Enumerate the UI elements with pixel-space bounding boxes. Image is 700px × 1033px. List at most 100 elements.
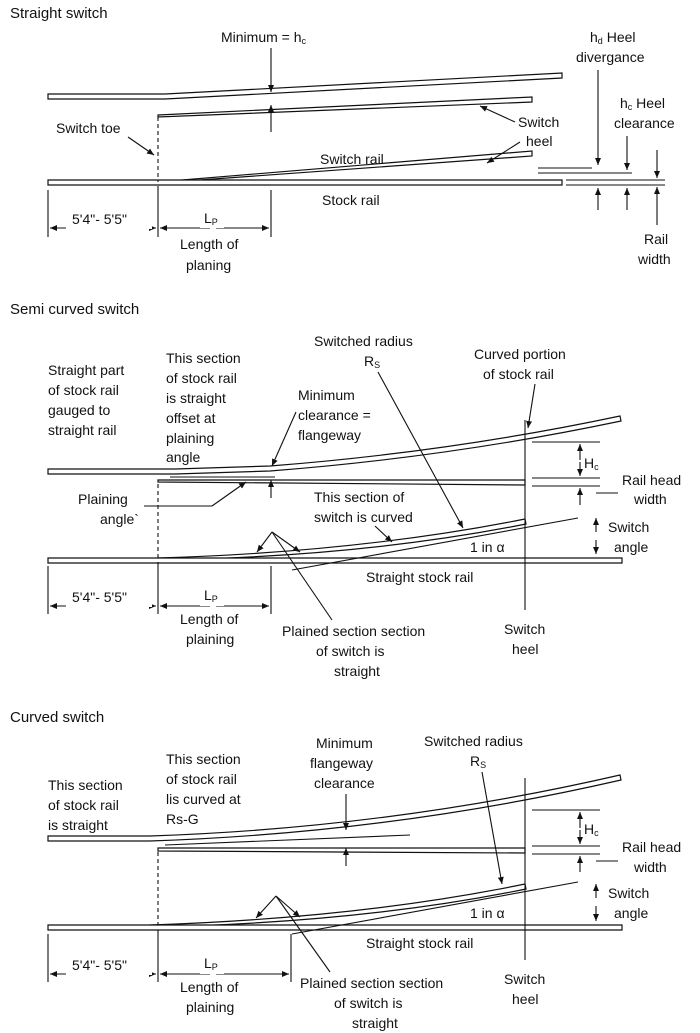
semi-rail-head-1: Rail head [622, 472, 681, 488]
semi-plained-arrow-1 [256, 531, 273, 553]
curved-straight-2: of stock rail [48, 797, 119, 813]
semi-plained-1: Plained section section [282, 623, 425, 639]
semi-lower-switch-rail [157, 518, 527, 561]
semi-switch-heel-2: heel [512, 641, 538, 657]
semi-plaining: plaining [186, 631, 234, 647]
switch-heel-arrow-2 [486, 141, 521, 164]
curved-rs-label: RS [470, 753, 486, 770]
curved-switch-angle-2: angle [614, 905, 648, 921]
semi-rs-label: RS [364, 353, 380, 370]
curved-rs-arrow [481, 771, 504, 885]
curved-rail-head-2: width [633, 859, 667, 875]
curved-section-2: of stock rail [166, 771, 237, 787]
semi-plained-3: straight [334, 663, 380, 679]
semi-switch-curved-2: switch is curved [314, 509, 413, 525]
straight-switch-heel-label-1: Switch [518, 114, 559, 130]
switch-toe-label: Switch toe [56, 120, 121, 136]
curved-section-1: This section [166, 751, 241, 767]
semi-dim-left-label: 5'4"- 5'5" [72, 589, 127, 605]
semi-switch-heel-1: Switch [504, 621, 545, 637]
semi-straight-part-4: straight rail [48, 422, 116, 438]
semi-switch-curved-1: This section of [314, 489, 404, 505]
straight-switch-panel: Straight switch Minimum = hc hd Heel div… [10, 5, 675, 273]
curved-switch-panel: Curved switch This section of stock rail… [10, 709, 681, 1031]
curved-plained-arrow-2 [275, 895, 301, 918]
curved-plaining: plaining [186, 999, 234, 1015]
semi-section-5: plaining [166, 430, 214, 446]
semi-straight-stock-rail [47, 557, 623, 564]
semi-straight-stock-rail: Straight stock rail [366, 569, 473, 585]
semi-length-of: Length of [180, 611, 238, 627]
curved-dim-left-label: 5'4"- 5'5" [72, 957, 127, 973]
semi-one-in-alpha: 1 in α [470, 539, 505, 555]
semi-section-2: of stock rail [166, 370, 237, 386]
semi-straight-part-1: Straight part [48, 362, 124, 378]
curved-min-flange-3: clearance [314, 775, 375, 791]
straight-switch-title: Straight switch [10, 5, 108, 22]
semi-plaining-angle-1: Plaining [78, 491, 128, 507]
semi-curved-portion-arrow [526, 383, 536, 429]
curved-lower-switch-rail [149, 883, 527, 928]
semi-rs-arrow [377, 371, 464, 529]
curved-offset-line [164, 834, 411, 846]
hc-heel-label: hc Heel [620, 95, 665, 112]
curved-section-3: lis curved at [166, 791, 241, 807]
semi-upper-stock-rail [47, 415, 622, 475]
semi-min-clear-1: Minimum [298, 387, 355, 403]
rail-width-label-2: width [637, 251, 671, 267]
semi-rail-head-2: width [633, 491, 667, 507]
semi-plained-arrow-2 [271, 531, 301, 553]
curved-plained-3: straight [352, 1015, 398, 1031]
switch-rail-label: Switch rail [320, 151, 384, 167]
curved-lp-label: LP [204, 955, 218, 972]
curved-one-in-alpha: 1 in α [470, 905, 505, 921]
semi-switch-angle-1: Switch [608, 519, 649, 535]
curved-straight-stock-rail: Straight stock rail [366, 935, 473, 951]
curved-plained-leader [275, 895, 331, 973]
semi-switch-angle-2: angle [614, 539, 648, 555]
curved-plained-1: Plained section section [300, 975, 443, 991]
curved-rail-head-1: Rail head [622, 839, 681, 855]
semi-min-clear-arrow [271, 411, 297, 467]
curved-switch-heel-2: heel [512, 991, 538, 1007]
curved-plained-arrow-1 [255, 895, 277, 919]
hc-clearance-label: clearance [614, 115, 675, 131]
straight-planing-label: planing [186, 257, 231, 273]
straight-switch-heel-label-2: heel [526, 133, 552, 149]
switch-heel-arrow-1 [479, 105, 516, 123]
semi-curved-portion-2: of stock rail [483, 366, 554, 382]
semi-section-4: offset at [166, 410, 216, 426]
curved-alpha-line [291, 881, 579, 935]
curved-switch-heel-1: Switch [504, 971, 545, 987]
curved-switch-title: Curved switch [10, 709, 104, 726]
stock-rail-label: Stock rail [322, 192, 380, 208]
semi-lp-label: LP [204, 587, 218, 604]
semi-switch-title: Semi curved switch [10, 301, 139, 318]
semi-hc-label: Hc [584, 455, 599, 472]
straight-minimum-label: Minimum = hc [221, 29, 307, 46]
curved-upper-switch-rail [157, 847, 526, 854]
curved-straight-1: This section [48, 777, 123, 793]
straight-dim-left-label: 5'4"- 5'5" [72, 211, 127, 227]
semi-min-clear-2: clearance = [298, 407, 371, 423]
semi-switch-curved-arrow [374, 525, 393, 543]
semi-curved-switch-panel: Semi curved switch Straight part of stoc… [10, 301, 681, 679]
curved-straight-stock-rail [47, 924, 623, 931]
semi-straight-part-3: gauged to [48, 402, 110, 418]
semi-section-6: angle [166, 449, 200, 465]
curved-section-4: Rs-G [166, 811, 199, 827]
switch-toe-arrow [127, 136, 155, 156]
straight-stock-rail [47, 179, 563, 186]
curved-plained-2: of switch is [334, 995, 402, 1011]
semi-alpha-line [291, 517, 579, 571]
semi-curved-portion-1: Curved portion [474, 346, 566, 362]
curved-upper-stock-rail [47, 774, 622, 842]
curved-straight-3: is straight [48, 817, 108, 833]
semi-min-clear-3: flangeway [298, 427, 361, 443]
curved-hc-label: Hc [584, 821, 599, 838]
straight-length-of-label: Length of [180, 236, 238, 252]
semi-plained-2: of switch is [316, 643, 384, 659]
semi-straight-part-2: of stock rail [48, 382, 119, 398]
curved-switched-radius: Switched radius [424, 733, 523, 749]
